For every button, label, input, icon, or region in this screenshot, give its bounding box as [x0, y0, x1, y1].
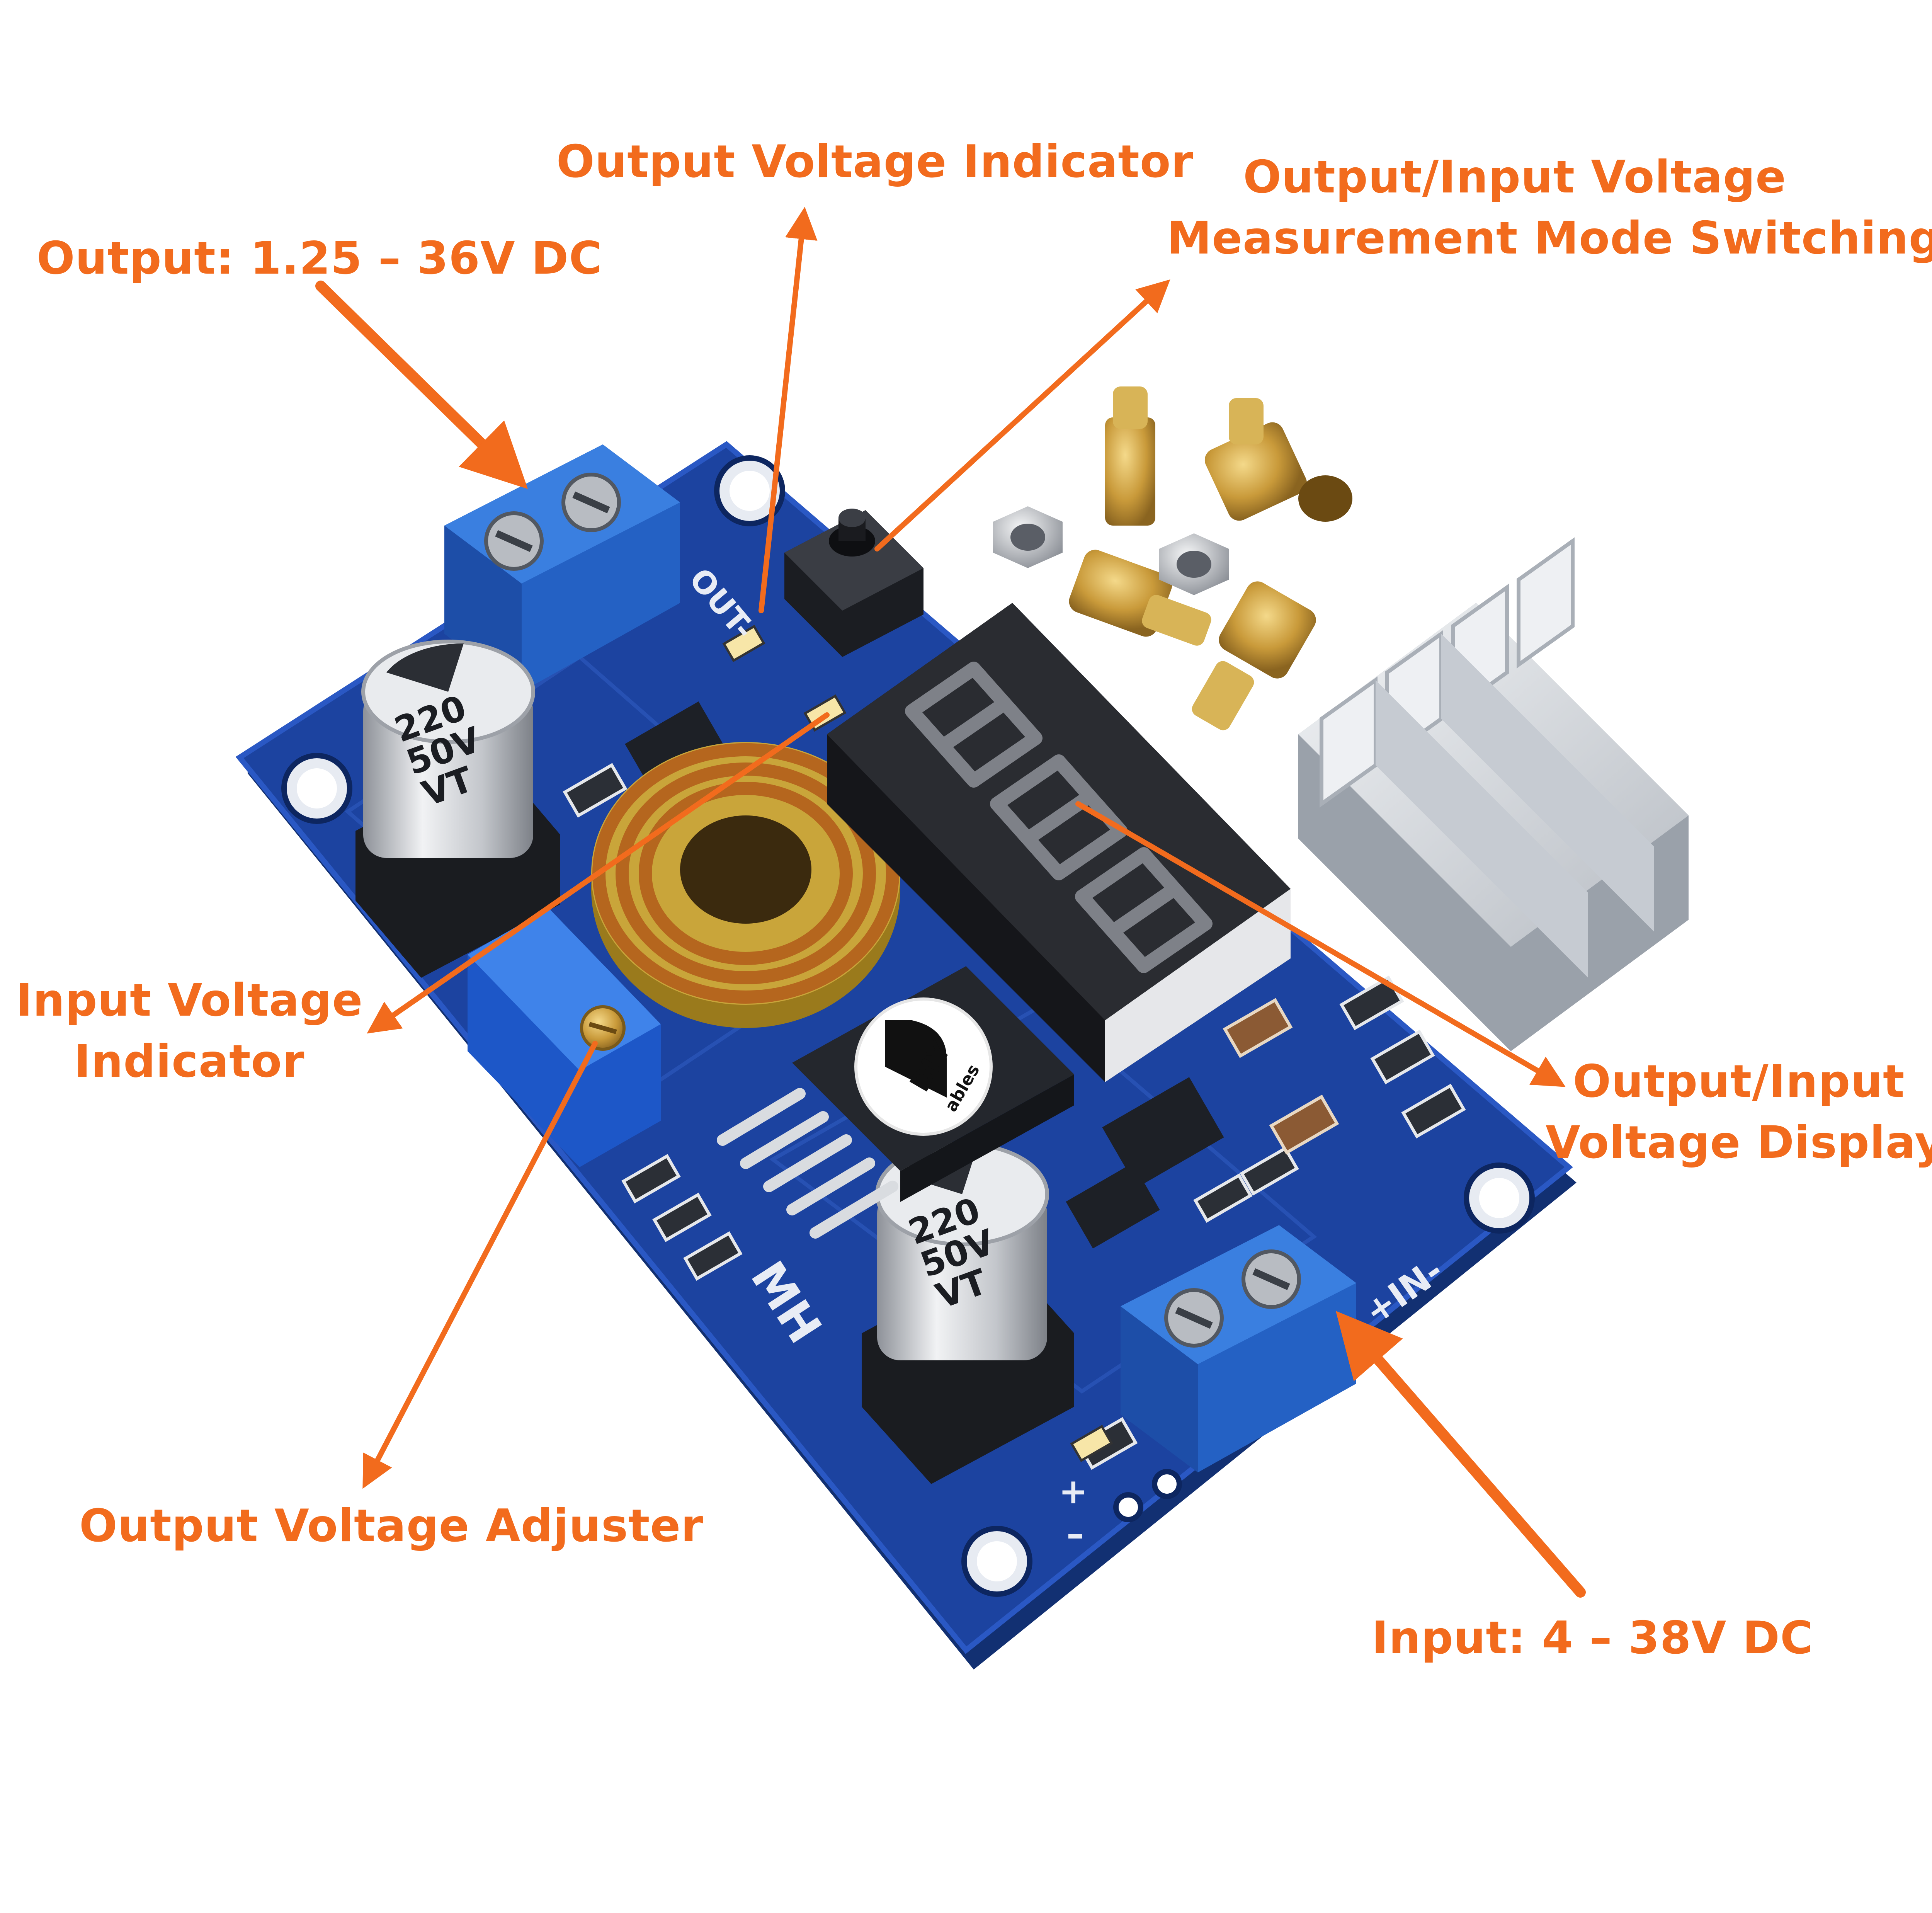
label-output-adjuster: Output Voltage Adjuster [79, 1500, 704, 1552]
arrow-display [1075, 801, 1566, 1087]
pin-holes [1113, 1469, 1182, 1522]
diyables-logo: DIY ables [854, 997, 993, 1136]
toroid-inductor [591, 742, 900, 1028]
arrow-output-led [759, 206, 818, 613]
arrow-input-led [367, 712, 830, 1034]
mounting-holes [281, 455, 1535, 1597]
annotation-arrows [315, 206, 1586, 1598]
label-input-indicator-line1: Input Voltage [15, 974, 363, 1026]
potentiometer [468, 908, 661, 1167]
electrolytic-capacitor-top [355, 640, 560, 978]
label-mode-switching-line2: Measurement Mode Switching [1167, 212, 1932, 264]
hex-nuts [993, 506, 1229, 595]
arrow-mode-button [874, 279, 1170, 551]
label-mode-switching-line1: Output/Input Voltage [1243, 151, 1786, 203]
arrow-input-terminal [1335, 1311, 1586, 1598]
label-display-line1: Output/Input [1573, 1055, 1905, 1108]
pin-minus-label: – [1066, 1514, 1084, 1554]
brass-standoffs [1069, 386, 1352, 730]
input-terminal-block [1121, 1225, 1356, 1472]
pin-plus-label: + [1059, 1471, 1088, 1512]
seven-segment-display [827, 603, 1291, 1082]
label-output-range: Output: 1.25 – 36V DC [37, 232, 602, 284]
label-input-range: Input: 4 – 38V DC [1372, 1612, 1814, 1664]
label-display-line2: Voltage Display [1546, 1116, 1932, 1169]
label-output-voltage-indicator: Output Voltage Indicator [556, 136, 1194, 188]
arrow-output-terminal [315, 281, 528, 489]
heatsink [1298, 537, 1689, 1051]
arrow-potentiometer [362, 1041, 598, 1489]
output-terminal-block [444, 444, 680, 692]
ceramic-capacitors [1223, 998, 1339, 1155]
label-input-indicator-line2: Indicator [74, 1035, 305, 1088]
